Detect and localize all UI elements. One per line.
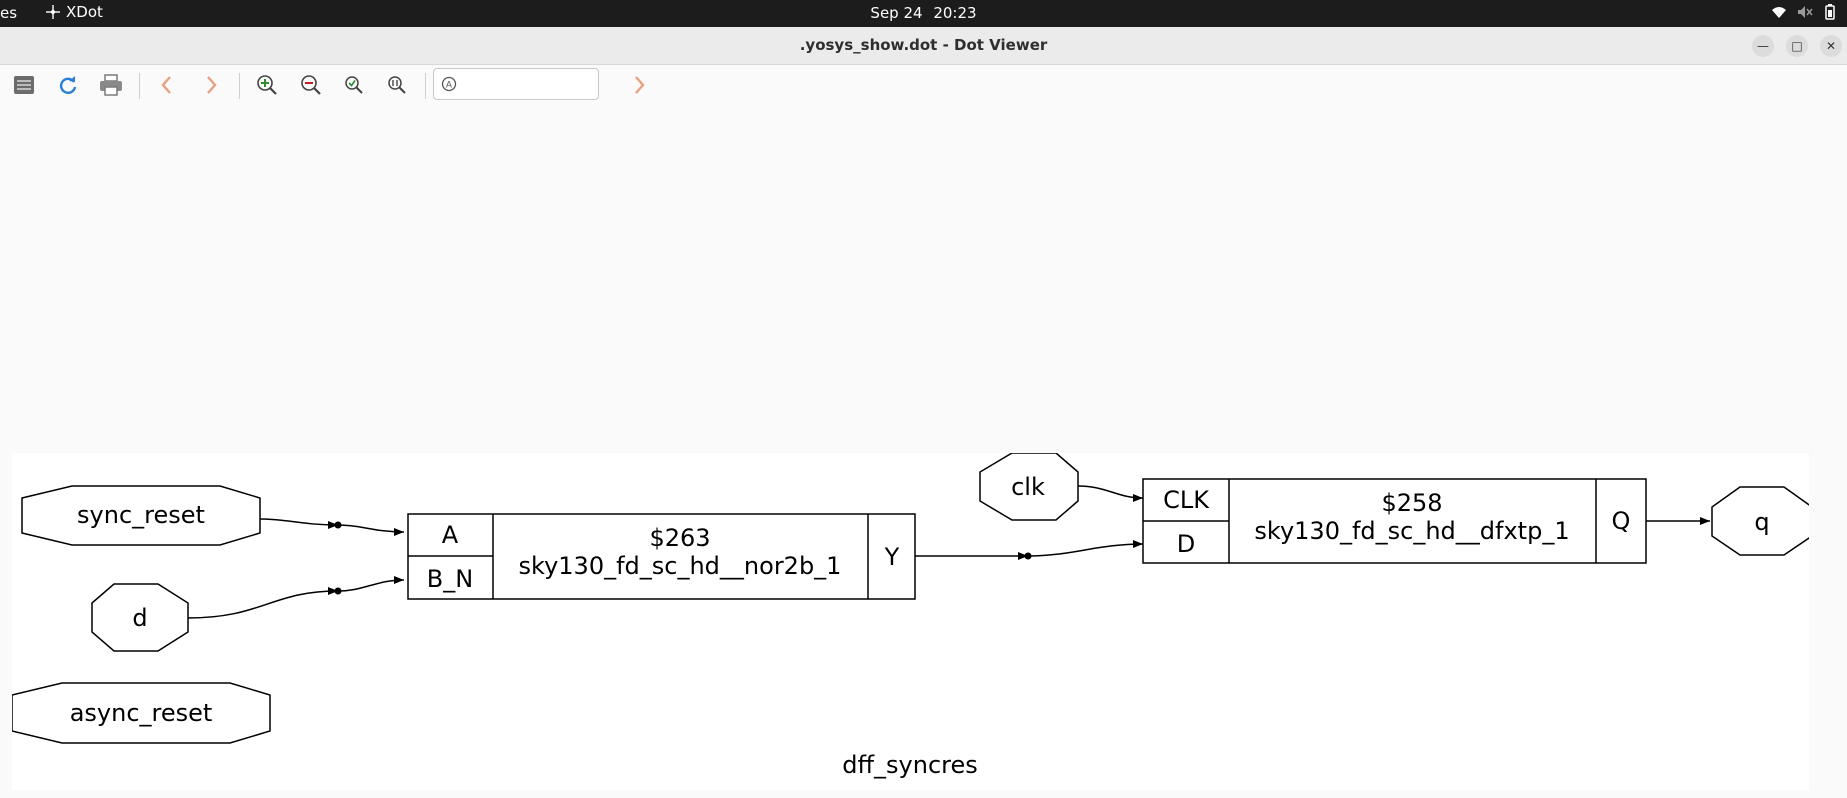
zoom-fit-button[interactable] <box>338 69 370 101</box>
cell-dfxtp-port-d: D <box>1177 530 1195 558</box>
toolbar-separator <box>139 73 140 99</box>
input-port-clk[interactable] <box>979 453 1079 521</box>
output-port-q-label: q <box>1754 508 1769 536</box>
toolbar <box>0 65 1847 105</box>
zoom-in-icon <box>257 75 277 95</box>
cell-nor2b-port-a: A <box>442 521 459 549</box>
volume-muted-icon <box>1798 6 1813 18</box>
cell-dfxtp[interactable]: CLK D $258 sky130_fd_sc_hd__dfxtp_1 Q <box>1142 478 1647 564</box>
close-button[interactable]: ✕ <box>1820 35 1842 57</box>
clock[interactable]: Sep 24 20:23 <box>0 4 1847 22</box>
cell-dfxtp-type: sky130_fd_sc_hd__dfxtp_1 <box>1254 517 1569 545</box>
clock-time: 20:23 <box>933 4 977 22</box>
input-port-d-label: d <box>132 604 147 632</box>
input-port-clk-label: clk <box>1011 473 1045 501</box>
print-icon <box>100 74 122 96</box>
input-port-async-reset-label: async_reset <box>70 699 213 727</box>
cell-dfxtp-port-clk: CLK <box>1163 486 1210 514</box>
battery-icon <box>1825 4 1835 20</box>
chevron-left-icon <box>161 76 171 94</box>
chevron-right-icon <box>207 76 217 94</box>
edge-junction-to-a <box>337 524 405 536</box>
system-tray[interactable] <box>1771 4 1837 20</box>
maximize-button[interactable]: □ <box>1786 35 1808 57</box>
cell-nor2b-id: $263 <box>649 524 710 552</box>
input-port-sync-reset[interactable] <box>21 485 261 546</box>
cell-dfxtp-id: $258 <box>1381 489 1442 517</box>
cell-nor2b[interactable]: A B_N $263 sky130_fd_sc_hd__nor2b_1 Y <box>407 513 916 600</box>
edge-junction-to-bn <box>337 576 405 592</box>
edge-clk-to-clk <box>1077 485 1144 502</box>
search-box[interactable]: A <box>433 68 599 100</box>
edge-junction-to-d <box>1027 540 1144 557</box>
search-icon: A <box>441 76 457 92</box>
reload-icon <box>59 76 77 94</box>
graph-svg: sync_reset d async_reset clk q A B_N $26… <box>12 453 1809 779</box>
edge-sync-reset-to-a <box>259 518 339 529</box>
toolbar-separator <box>425 73 426 99</box>
find-next-button[interactable] <box>623 69 655 101</box>
search-input[interactable] <box>464 73 596 97</box>
cell-dfxtp-port-q: Q <box>1612 507 1631 535</box>
forward-button[interactable] <box>195 69 227 101</box>
zoom-out-icon <box>301 75 321 95</box>
input-port-d[interactable] <box>91 583 189 652</box>
reload-button[interactable] <box>52 69 84 101</box>
input-port-async-reset[interactable] <box>12 682 271 744</box>
zoom-out-button[interactable] <box>295 69 327 101</box>
print-button[interactable] <box>95 69 127 101</box>
window-title: .yosys_show.dot - Dot Viewer <box>799 36 1048 54</box>
cell-nor2b-port-bn: B_N <box>427 565 473 593</box>
open-file-icon <box>14 76 34 94</box>
cell-nor2b-port-y: Y <box>884 543 900 571</box>
cell-nor2b-type: sky130_fd_sc_hd__nor2b_1 <box>519 552 842 580</box>
input-port-sync-reset-label: sync_reset <box>77 501 205 529</box>
zoom-in-button[interactable] <box>251 69 283 101</box>
app-name: XDot <box>66 3 103 21</box>
chevron-right-icon <box>635 76 645 94</box>
window-titlebar: .yosys_show.dot - Dot Viewer — □ ✕ <box>0 27 1847 65</box>
activities-button[interactable]: es <box>0 4 18 22</box>
system-top-bar: es XDot Sep 24 20:23 <box>0 0 1847 27</box>
graph-title: dff_syncres <box>842 751 978 779</box>
zoom-100-button[interactable] <box>381 69 413 101</box>
clock-date: Sep 24 <box>870 4 923 22</box>
wifi-icon <box>1772 7 1786 18</box>
app-menu[interactable]: XDot <box>46 3 103 21</box>
edge-d-to-bn <box>187 587 339 619</box>
back-button[interactable] <box>151 69 183 101</box>
graph-canvas[interactable]: sync_reset d async_reset clk q A B_N $26… <box>12 453 1809 790</box>
xdot-app-icon <box>46 5 60 19</box>
toolbar-separator <box>239 73 240 99</box>
zoom-original-icon <box>388 76 406 94</box>
minimize-button[interactable]: — <box>1752 35 1774 57</box>
open-file-button[interactable] <box>8 69 40 101</box>
svg-text:A: A <box>446 81 453 91</box>
zoom-fit-icon <box>345 76 363 94</box>
output-port-q[interactable] <box>1711 486 1809 556</box>
